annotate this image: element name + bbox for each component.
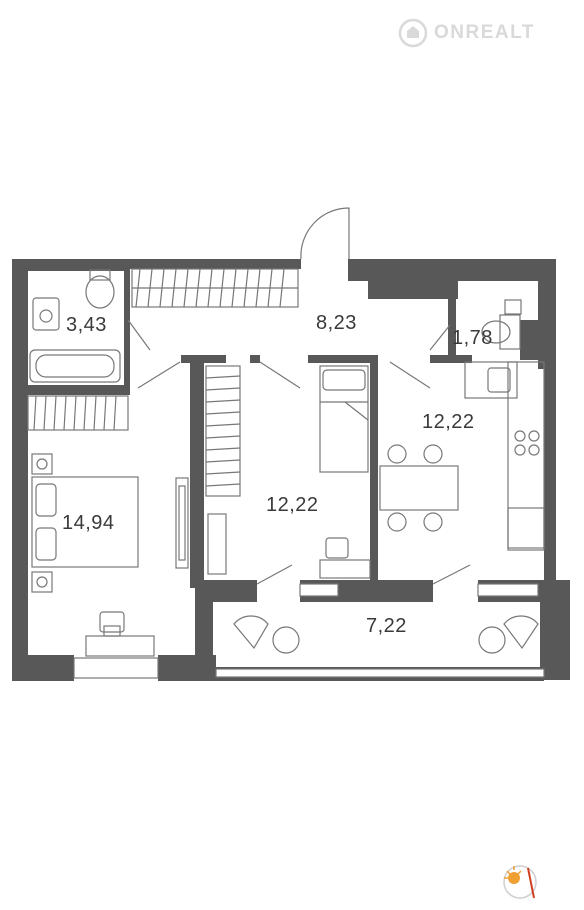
wc-sink	[504, 299, 522, 315]
wall-top-left	[12, 259, 128, 271]
door-kids	[259, 361, 301, 389]
keyboard-bedroom	[103, 625, 121, 637]
burner-3	[514, 444, 526, 456]
window-kids	[299, 583, 339, 597]
lamp-bottom	[36, 576, 48, 588]
tv-stand	[175, 477, 189, 569]
wall-kitchen-top	[430, 355, 472, 363]
wall-kids-kitchen	[370, 355, 378, 580]
bathtub-inner	[35, 354, 115, 378]
pillow-top	[35, 483, 57, 517]
nightstand-bottom	[31, 571, 53, 593]
door-balcony-kitchen	[432, 564, 471, 585]
tv	[178, 485, 186, 561]
burner-4	[528, 444, 540, 456]
nightstand-top	[31, 453, 53, 475]
wall-hall-right-stub	[308, 355, 378, 363]
balcony-table-right	[478, 626, 506, 654]
bathroom-area-label: 3,43	[66, 314, 107, 336]
balcony-chair-right	[503, 615, 539, 650]
dining-chair-2	[423, 444, 443, 464]
toilet-bath	[85, 275, 115, 309]
kids-shelf	[207, 513, 227, 575]
kitchen-area-label: 12,22	[422, 411, 475, 433]
dining-chair-4	[423, 512, 443, 532]
wall-bath-bottom	[28, 385, 130, 395]
lamp-top	[36, 458, 48, 470]
window-kitchen	[477, 583, 539, 597]
wall-hall-mid-stub	[250, 355, 260, 363]
bathtub	[29, 349, 121, 383]
entrance-door	[300, 207, 350, 260]
door-balcony-kids	[256, 564, 293, 585]
window-bedroom	[73, 657, 159, 679]
chair-kids	[325, 537, 349, 559]
hall-area-label: 8,23	[316, 312, 357, 334]
furniture	[27, 207, 545, 679]
desk-kids	[319, 559, 371, 579]
wall-bottom-room-right	[338, 580, 433, 602]
wall-hall-left-stub	[181, 355, 226, 363]
double-bed	[31, 476, 139, 568]
wardrobe-kids	[205, 365, 241, 497]
toilet-bath-tank	[89, 269, 111, 281]
wall-balcony-left	[195, 580, 213, 680]
dining-chair-1	[387, 444, 407, 464]
kitchen-sink	[464, 361, 518, 399]
onrealt-logo	[398, 18, 428, 48]
single-bed	[319, 365, 369, 473]
wardrobe-bedroom	[27, 395, 129, 431]
wall-wc-left	[448, 296, 456, 358]
wall-top-middle	[128, 259, 301, 269]
wall-bedroom-right	[190, 358, 204, 588]
door-bedroom	[137, 361, 181, 389]
wardrobe-kids-hatch	[205, 375, 241, 487]
watermark: ONREALT	[398, 18, 535, 48]
dining-table	[379, 465, 459, 511]
kitchen-sink-bowl	[487, 367, 511, 393]
kids-room-area-label: 12,22	[266, 494, 319, 516]
wall-wc-right	[520, 320, 550, 360]
burner-2	[528, 430, 540, 442]
chair-bedroom	[99, 611, 125, 633]
wall-bottom-left	[12, 655, 74, 681]
balcony-area-label: 7,22	[366, 615, 407, 637]
wardrobe-hall-hatch	[132, 268, 298, 308]
wc-area-label: 1,78	[452, 327, 493, 349]
wall-bottom-room-left	[195, 580, 257, 602]
balcony-chair-left	[233, 615, 269, 650]
kids-pillow	[322, 369, 366, 391]
wall-right-lower	[544, 360, 556, 585]
desk-bedroom	[85, 635, 155, 657]
balcony-table-left	[272, 626, 300, 654]
wc-toilet	[481, 320, 511, 344]
door-wc	[429, 324, 451, 351]
burner-1	[514, 430, 526, 442]
compass-icon	[503, 865, 537, 899]
window-balcony	[215, 668, 545, 678]
wardrobe-bedroom-hatch	[33, 395, 117, 431]
wall-top-right-block	[368, 259, 458, 299]
wall-left	[12, 259, 28, 681]
wc-tank	[499, 314, 521, 350]
pillow-bottom	[35, 527, 57, 561]
door-bath	[127, 319, 151, 351]
dining-chair-3	[387, 512, 407, 532]
watermark-text: ONREALT	[434, 22, 535, 43]
kitchen-counter	[507, 361, 545, 551]
blanket-fold	[320, 401, 369, 421]
bedroom-area-label: 14,94	[62, 512, 115, 534]
fridge	[507, 507, 545, 549]
wall-bath-right	[124, 266, 130, 386]
door-kitchen	[389, 361, 431, 389]
bath-sink	[32, 297, 60, 331]
bath-sink-bowl	[39, 309, 53, 323]
